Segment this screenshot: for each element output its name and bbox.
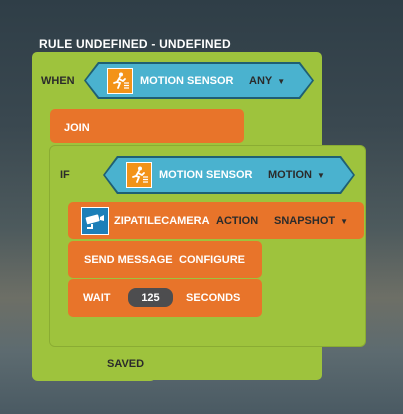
wait-block[interactable]: WAIT 125 SECONDS <box>68 279 262 317</box>
status-saved: SAVED <box>107 358 145 370</box>
motion-sensor-icon <box>126 162 152 188</box>
camera-action-dropdown[interactable]: SNAPSHOT ▼ <box>274 215 348 227</box>
motion-sensor-icon <box>107 68 133 94</box>
camera-action-value: SNAPSHOT <box>274 215 336 227</box>
wait-seconds-input[interactable]: 125 <box>128 288 173 307</box>
when-label: WHEN <box>41 75 75 87</box>
camera-device-label: ZIPATILECAMERA <box>114 215 210 227</box>
when-value-dropdown[interactable]: ANY ▼ <box>249 75 285 87</box>
join-block[interactable] <box>50 109 244 143</box>
camera-action-keyword: ACTION <box>216 215 259 227</box>
chevron-down-icon: ▼ <box>340 217 349 226</box>
when-value-label: ANY <box>249 75 273 87</box>
rule-title: RULE UNDEFINED - UNDEFINED <box>39 37 231 51</box>
if-label: IF <box>60 169 70 181</box>
if-footer <box>50 318 174 346</box>
if-value-dropdown[interactable]: MOTION ▼ <box>268 169 325 181</box>
rule-footer-mask <box>156 346 326 386</box>
if-spine <box>50 190 68 342</box>
send-message-block[interactable]: SEND MESSAGE CONFIGURE <box>68 241 262 278</box>
camera-action-block[interactable]: ZIPATILECAMERA ACTION SNAPSHOT ▼ <box>68 202 364 239</box>
rule-footer <box>32 340 156 381</box>
chevron-down-icon: ▼ <box>277 77 286 86</box>
configure-link[interactable]: CONFIGURE <box>179 254 245 266</box>
chevron-down-icon: ▼ <box>317 171 325 180</box>
wait-label: WAIT <box>83 292 111 304</box>
join-label: JOIN <box>64 122 90 134</box>
camera-icon <box>81 207 109 235</box>
if-device-label: MOTION SENSOR <box>159 169 253 181</box>
send-message-label: SEND MESSAGE <box>84 254 173 266</box>
if-condition[interactable]: MOTION SENSOR MOTION ▼ <box>103 156 355 194</box>
when-condition[interactable]: MOTION SENSOR ANY ▼ <box>84 62 314 99</box>
when-device-label: MOTION SENSOR <box>140 75 234 87</box>
wait-unit-label: SECONDS <box>186 292 241 304</box>
if-value-label: MOTION <box>268 169 312 181</box>
